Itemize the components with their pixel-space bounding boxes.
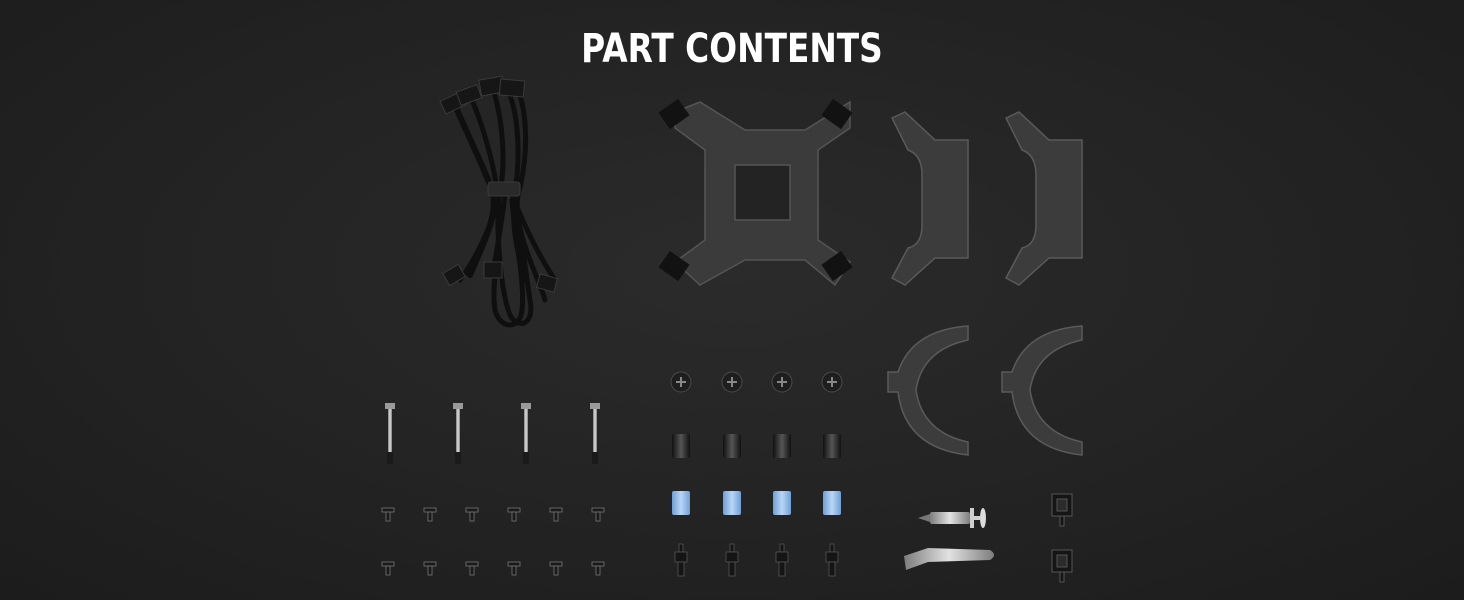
cable-connectors-icon	[439, 75, 559, 293]
small-screws-icon	[381, 507, 605, 576]
black-spacers-icon	[672, 434, 841, 458]
backplate-icon	[658, 98, 853, 287]
thermal-paste-syringe-icon	[918, 508, 986, 528]
blue-spacers-icon	[672, 491, 841, 515]
amd-bracket-icon	[887, 325, 1083, 456]
intel-bracket-icon	[890, 111, 1083, 286]
standoffs-icon	[674, 543, 839, 577]
clips-icon	[1051, 493, 1073, 583]
thumb-nuts-icon	[670, 371, 843, 393]
page-title: PART CONTENTS	[581, 26, 883, 72]
spatula-icon	[904, 548, 994, 570]
long-screws-icon	[385, 403, 600, 464]
